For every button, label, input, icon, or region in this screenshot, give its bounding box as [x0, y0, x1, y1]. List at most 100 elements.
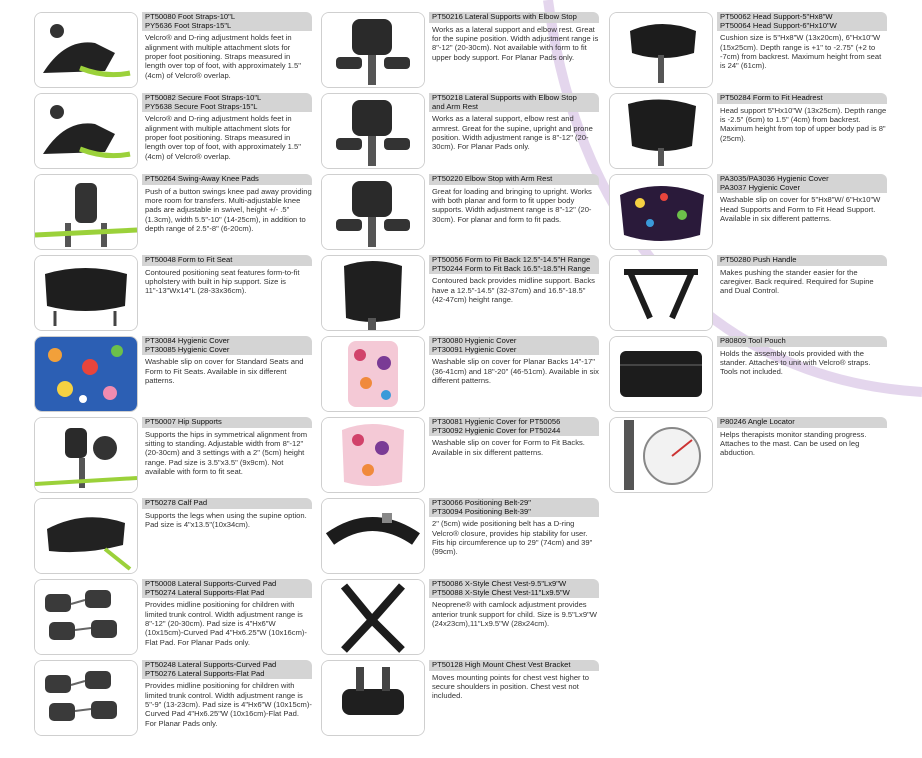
product-thumbnail — [34, 660, 138, 736]
product-description: Supports the legs when using the supine … — [145, 510, 307, 529]
product-title: P80809 Tool Pouch — [720, 336, 786, 345]
product-description: Holds the assembly tools provided with t… — [720, 348, 871, 377]
product-title-bar: PT50280 Push Handle — [717, 255, 887, 266]
product-title-bar: PT50284 Form to Fit Headrest — [717, 93, 887, 104]
product-description: Contoured positioning seat features form… — [145, 267, 300, 296]
product-title-bar: P80246 Angle Locator — [717, 417, 887, 428]
product-title: PT50048 Form to Fit Seat — [145, 255, 233, 264]
product-thumbnail — [609, 174, 713, 250]
product-title: PT50218 Lateral Supports with Elbow Stop — [432, 93, 577, 102]
product-thumbnail — [609, 255, 713, 331]
product-description: Makes pushing the stander easier for the… — [720, 267, 874, 296]
product-description: Neoprene® with camlock adjustment provid… — [432, 600, 597, 628]
product-title: PT50056 Form to Fit Back 12.5"-14.5"H Ra… — [432, 255, 591, 264]
product-title: PT50008 Lateral Supports-Curved Pad — [145, 579, 277, 588]
product-description: Washable slip on cover for Form to Fit B… — [432, 438, 585, 457]
product-title: PA3035/PA3036 Hygienic Cover — [720, 174, 829, 183]
product-title: PT50278 Calf Pad — [145, 498, 208, 507]
product-description: Washable slip on cover for Planar Backs … — [432, 357, 599, 385]
product-thumbnail — [321, 255, 425, 331]
product-title: P80246 Angle Locator — [720, 417, 795, 426]
product-thumbnail — [34, 579, 138, 655]
product-title: PT30080 Hygienic Cover — [432, 336, 517, 345]
product-thumbnail — [34, 93, 138, 169]
product-title: PT30094 Positioning Belt-39" — [432, 506, 531, 516]
product-title-bar: PT50264 Swing-Away Knee Pads — [142, 174, 312, 185]
product-thumbnail — [321, 417, 425, 493]
product-title: PT30085 Hygienic Cover — [145, 344, 230, 354]
product-thumbnail — [321, 336, 425, 412]
product-description: Washable slip on cover for Standard Seat… — [145, 357, 304, 385]
product-title: PT50128 High Mount Chest Vest Bracket — [432, 660, 571, 669]
product-description: Head support 5"Hx10"W (13x25cm). Depth r… — [720, 105, 887, 143]
product-title-bar: PT50218 Lateral Supports with Elbow Stop… — [429, 93, 599, 113]
product-title-bar: PT50128 High Mount Chest Vest Bracket — [429, 660, 599, 671]
product-thumbnail — [321, 498, 425, 574]
product-title: PT50276 Lateral Supports-Flat Pad — [145, 668, 265, 678]
product-title-bar: PT50216 Lateral Supports with Elbow Stop — [429, 12, 599, 23]
product-title: PT50216 Lateral Supports with Elbow Stop — [432, 12, 577, 21]
product-title: PT30091 Hygienic Cover — [432, 344, 517, 354]
product-description: Helps therapists monitor standing progre… — [720, 429, 867, 458]
product-title: and Arm Rest — [432, 101, 479, 111]
product-description: Cushion size is 5"Hx8"W (13x20cm), 6"Hx1… — [720, 33, 882, 71]
product-item: PT50216 Lateral Supports with Elbow Stop… — [321, 12, 599, 93]
product-title: PT50062 Head Support-5"Hx8"W — [720, 12, 833, 21]
product-description: Moves mounting points for chest vest hig… — [432, 672, 590, 701]
product-title: PT50007 Hip Supports — [145, 417, 222, 426]
product-title-bar: PT50220 Elbow Stop with Arm Rest — [429, 174, 599, 185]
product-thumbnail — [321, 93, 425, 169]
product-title: PT50284 Form to Fit Headrest — [720, 93, 823, 102]
product-title: PT50248 Lateral Supports-Curved Pad — [145, 660, 277, 669]
product-thumbnail — [321, 174, 425, 250]
product-thumbnail — [34, 174, 138, 250]
product-description: Provides midline positioning for childre… — [145, 600, 307, 647]
product-title: PT50064 Head Support-6"Hx10"W — [720, 20, 837, 30]
product-title: PT50280 Push Handle — [720, 255, 797, 264]
product-description: Velcro® and D-ring adjustment holds feet… — [145, 33, 301, 80]
column-middle: PT50216 Lateral Supports with Elbow Stop… — [321, 12, 599, 741]
product-thumbnail — [609, 336, 713, 412]
product-description: Great for loading and bringing to uprigh… — [432, 186, 592, 224]
product-description: Works as a lateral support, elbow rest a… — [432, 114, 593, 152]
product-info: PT30066 Positioning Belt-29"PT30094 Posi… — [429, 498, 599, 557]
product-item: PT30066 Positioning Belt-29"PT30094 Posi… — [321, 498, 599, 579]
product-thumbnail — [321, 660, 425, 736]
product-title: PT50274 Lateral Supports-Flat Pad — [145, 587, 265, 597]
product-title: PY5636 Foot Straps-15"L — [145, 20, 232, 30]
product-thumbnail — [609, 417, 713, 493]
product-item: PT50056 Form to Fit Back 12.5"-14.5"H Ra… — [321, 255, 599, 336]
product-title: PT50220 Elbow Stop with Arm Rest — [432, 174, 553, 183]
product-description: 2" (5cm) wide positioning belt has a D-r… — [432, 519, 593, 557]
